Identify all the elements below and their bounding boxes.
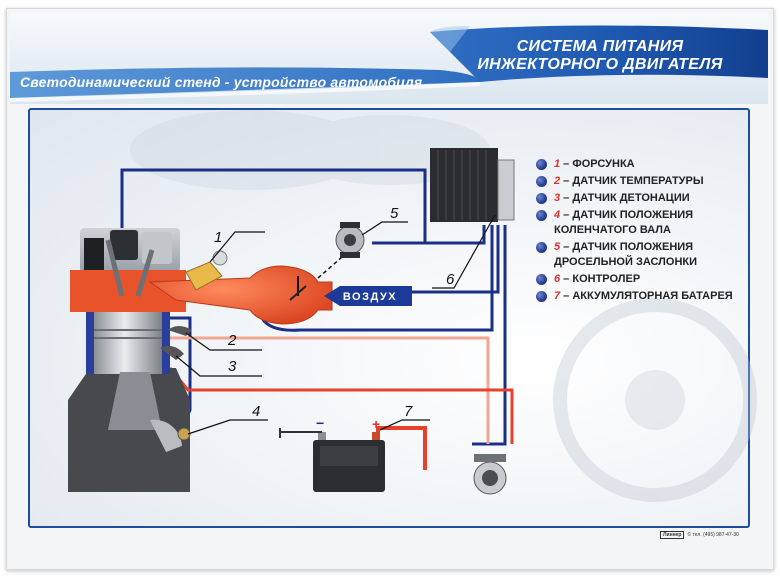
battery-plus: + bbox=[372, 416, 380, 432]
legend-bullet-icon bbox=[536, 193, 547, 204]
callout-7: 7 bbox=[404, 403, 413, 420]
publisher-footer: Линнер© тел. (495) 987-47-30 bbox=[660, 531, 739, 539]
legend-text: КОНТРОЛЕР bbox=[572, 273, 641, 285]
board-subtitle: Светодинамический стенд - устройство авт… bbox=[20, 74, 423, 90]
legend-item-5: 5 – ДАТЧИК ПОЛОЖЕНИЯ ДРОСЕЛЬНОЙ ЗАСЛОНКИ bbox=[536, 240, 736, 270]
component-legend: 1 – ФОРСУНКА 2 – ДАТЧИК ТЕМПЕРАТУРЫ 3 – … bbox=[536, 157, 736, 306]
legend-number: 7 bbox=[554, 290, 561, 302]
callout-3: 3 bbox=[228, 358, 237, 375]
legend-text: ФОРСУНКА bbox=[572, 158, 635, 170]
legend-text: ДАТЧИК ТЕМПЕРАТУРЫ bbox=[572, 175, 704, 187]
callout-2: 2 bbox=[227, 332, 237, 349]
intake-manifold bbox=[148, 250, 333, 325]
publisher-logo: Линнер bbox=[660, 531, 685, 539]
callout-6: 6 bbox=[446, 271, 455, 288]
legend-dash: – bbox=[560, 290, 573, 302]
battery-minus: − bbox=[316, 415, 324, 431]
legend-number: 5 bbox=[554, 241, 561, 253]
controller-ecu bbox=[430, 148, 515, 222]
legend-number: 2 bbox=[554, 175, 561, 187]
legend-number: 4 bbox=[554, 209, 561, 221]
legend-dash: – bbox=[560, 241, 573, 253]
callout-1: 1 bbox=[214, 229, 222, 246]
title-line-1: СИСТЕМА ПИТАНИЯ bbox=[516, 38, 684, 55]
blue-wires bbox=[120, 168, 507, 446]
legend-item-3: 3 – ДАТЧИК ДЕТОНАЦИИ bbox=[536, 191, 736, 206]
legend-bullet-icon bbox=[536, 176, 547, 187]
legend-dash: – bbox=[560, 158, 573, 170]
callouts: 1 2 3 4 5 6 7 bbox=[175, 205, 496, 435]
ignition-switch bbox=[473, 454, 507, 495]
legend-number: 1 bbox=[554, 158, 561, 170]
title-line-2: ИНЖЕКТОРНОГО ДВИГАТЕЛЯ bbox=[477, 56, 723, 73]
legend-dash: – bbox=[560, 192, 573, 204]
legend-dash: – bbox=[560, 175, 573, 187]
engine bbox=[68, 228, 190, 492]
legend-text: АККУМУЛЯТОРНАЯ БАТАРЕЯ bbox=[572, 290, 733, 302]
legend-number: 3 bbox=[554, 192, 561, 204]
air-arrow: ВОЗДУХ bbox=[324, 286, 412, 306]
legend-item-7: 7 – АККУМУЛЯТОРНАЯ БАТАРЕЯ bbox=[536, 289, 736, 304]
legend-bullet-icon bbox=[536, 159, 547, 170]
legend-item-1: 1 – ФОРСУНКА bbox=[536, 157, 736, 172]
legend-number: 6 bbox=[554, 273, 561, 285]
legend-bullet-icon bbox=[536, 210, 547, 221]
board-title: СИСТЕМА ПИТАНИЯ ИНЖЕКТОРНОГО ДВИГАТЕЛЯ bbox=[440, 38, 760, 74]
legend-item-6: 6 – КОНТРОЛЕР bbox=[536, 272, 736, 287]
legend-bullet-icon bbox=[536, 242, 547, 253]
callout-4: 4 bbox=[252, 403, 260, 420]
publisher-phone: © тел. (495) 987-47-30 bbox=[687, 532, 739, 538]
header-swoosh bbox=[10, 25, 768, 102]
legend-bullet-icon bbox=[536, 274, 547, 285]
legend-item-4: 4 – ДАТЧИК ПОЛОЖЕНИЯ КОЛЕНЧАТОГО ВАЛА bbox=[536, 208, 736, 238]
legend-text: ДАТЧИК ДЕТОНАЦИИ bbox=[572, 192, 690, 204]
legend-dash: – bbox=[560, 273, 573, 285]
legend-text: ДАТЧИК ПОЛОЖЕНИЯ ДРОСЕЛЬНОЙ ЗАСЛОНКИ bbox=[554, 241, 698, 268]
battery: − + bbox=[279, 415, 385, 492]
legend-item-2: 2 – ДАТЧИК ТЕМПЕРАТУРЫ bbox=[536, 174, 736, 189]
air-label: ВОЗДУХ bbox=[343, 291, 397, 303]
legend-bullet-icon bbox=[536, 291, 547, 302]
callout-5: 5 bbox=[390, 205, 399, 222]
throttle-position-sensor bbox=[317, 222, 365, 279]
legend-dash: – bbox=[560, 209, 573, 221]
legend-text: ДАТЧИК ПОЛОЖЕНИЯ КОЛЕНЧАТОГО ВАЛА bbox=[554, 209, 694, 236]
